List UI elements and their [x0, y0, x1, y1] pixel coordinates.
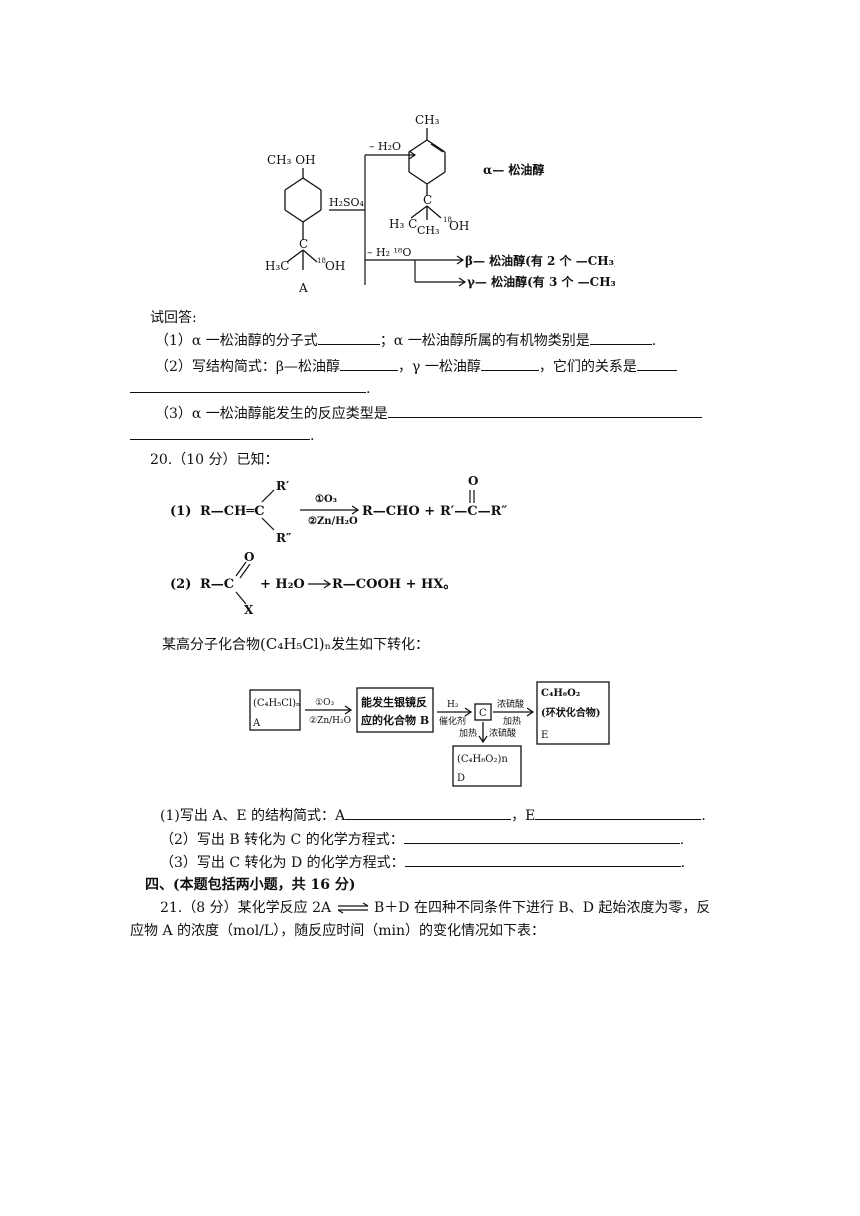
svg-text:O: O — [244, 550, 254, 564]
svg-text:加热: 加热 — [459, 727, 477, 739]
svg-text:浓硫酸: 浓硫酸 — [489, 727, 516, 739]
svg-text:(C₄H₆O₂)n: (C₄H₆O₂)n — [457, 754, 508, 765]
q20-part1: (1)写出 A、E 的结构简式：A，E. — [160, 805, 706, 826]
answer-blank[interactable] — [387, 403, 702, 418]
branch-arrows — [329, 150, 467, 287]
q21-line1: 21.（8 分）某化学反应 2A B＋D 在四种不同条件下进行 B、D 起始浓度… — [160, 900, 711, 916]
equilibrium-arrow-icon — [337, 902, 368, 914]
svg-text:浓硫酸: 浓硫酸 — [497, 698, 524, 710]
svg-text:②Zn/H₂O: ②Zn/H₂O — [308, 516, 358, 527]
svg-text:①O₃: ①O₃ — [315, 698, 334, 708]
svg-text:①O₃: ①O₃ — [315, 494, 337, 505]
q19-part2-cont: . — [130, 378, 370, 399]
ring-alpha — [408, 128, 446, 220]
answer-blank[interactable] — [404, 852, 681, 867]
q21-line2: 应物 A 的浓度（mol/L），随反应时间（min）的变化情况如下表： — [130, 923, 545, 939]
answer-blank[interactable] — [130, 425, 310, 440]
reaction-2: (2) R—C O X + H₂O R—COOH + HX。 — [170, 550, 456, 617]
svg-text:C: C — [299, 237, 308, 251]
svg-text:H₂: H₂ — [447, 700, 459, 710]
svg-text:OH: OH — [325, 259, 345, 273]
label-minus-h2-18o: – H₂ ¹⁸O — [367, 246, 411, 259]
svg-text:C₄H₆O₂: C₄H₆O₂ — [541, 688, 580, 699]
polymer-intro: 某高分子化合物(C₄H₅Cl)ₙ发生如下转化： — [162, 635, 430, 653]
section-4-title: 四、(本题包括两小题，共 16 分) — [145, 877, 356, 893]
label-gamma-terpineol: γ— 松油醇(有 3 个 —CH₃) — [467, 274, 615, 289]
label-beta-terpineol: β— 松油醇(有 2 个 —CH₃) — [465, 253, 615, 268]
svg-text:(环状化合物): (环状化合物) — [541, 706, 600, 719]
answer-blank[interactable] — [535, 805, 702, 820]
box-c — [474, 703, 492, 721]
answer-blank[interactable] — [130, 378, 366, 393]
q19-part3: （3）α 一松油醇能发生的反应类型是 — [155, 403, 702, 424]
svg-text:18: 18 — [443, 216, 452, 224]
q20-part2: （2）写出 B 转化为 C 的化学方程式：. — [160, 829, 684, 850]
label-ch3-oh: CH₃ OH — [267, 153, 316, 167]
svg-text:R—CH═C: R—CH═C — [200, 504, 265, 519]
svg-text:CH₃: CH₃ — [417, 224, 439, 237]
answer-blank[interactable] — [589, 330, 652, 345]
svg-text:+ H₂O: + H₂O — [260, 577, 305, 592]
svg-text:R′: R′ — [276, 479, 289, 493]
svg-text:(C₄H₅Cl)ₙ: (C₄H₅Cl)ₙ — [253, 698, 300, 709]
label-h2so4: H₂SO₄ — [329, 196, 365, 209]
box-a — [249, 689, 301, 731]
label-ch3-top: CH₃ — [415, 113, 440, 127]
answer-blank[interactable] — [340, 356, 399, 371]
svg-text:C: C — [423, 193, 432, 207]
label-h3c-mid: H₃ C — [389, 217, 417, 231]
answer-blank[interactable] — [636, 356, 677, 371]
label-alpha-terpineol: α— 松油醇 — [483, 162, 544, 177]
svg-text:R″: R″ — [276, 531, 292, 545]
terpineol-diagram: CH₃ OH C H₃C 18 OH A H₂SO₄ – H₂O CH₃ — [265, 113, 615, 295]
label-a: A — [298, 281, 308, 295]
q19-part3-cont: . — [130, 425, 314, 446]
reaction-1: (1) R—CH═C R′ R″ ①O₃ ②Zn/H₂O R—CHO + O R… — [170, 474, 507, 545]
q19-part1: （1）α 一松油醇的分子式；α 一松油醇所属的有机物类别是. — [155, 330, 656, 351]
svg-text:18: 18 — [317, 257, 326, 265]
answer-blank[interactable] — [317, 330, 380, 345]
answer-blank[interactable] — [345, 805, 512, 820]
label-h3c: H₃C — [265, 259, 289, 273]
q20-part3: （3）写出 C 转化为 D 的化学方程式：. — [160, 852, 685, 873]
svg-text:O: O — [468, 474, 478, 488]
box-d — [452, 745, 522, 787]
svg-text:加热: 加热 — [503, 715, 521, 727]
ring-a — [284, 168, 322, 270]
svg-text:D: D — [457, 773, 465, 784]
q19-intro: 试回答: — [150, 310, 197, 326]
answer-blank[interactable] — [480, 356, 539, 371]
label-minus-h2o: – H₂O — [369, 140, 401, 153]
svg-text:R—C: R—C — [200, 577, 234, 592]
svg-text:能发生银镜反: 能发生银镜反 — [361, 695, 427, 709]
q19-part2: （2）写结构简式：β—松油醇，γ 一松油醇，它们的关系是 — [155, 356, 677, 377]
svg-text:A: A — [252, 718, 261, 729]
svg-text:(2): (2) — [170, 577, 191, 592]
svg-text:R′—C—R″: R′—C—R″ — [440, 504, 507, 519]
answer-blank[interactable] — [403, 829, 680, 844]
svg-text:R—COOH + HX。: R—COOH + HX。 — [332, 577, 456, 592]
svg-text:R—CHO +: R—CHO + — [362, 504, 435, 519]
svg-text:催化剂: 催化剂 — [439, 715, 466, 727]
svg-text:E: E — [541, 730, 548, 741]
svg-text:②Zn/H₂O: ②Zn/H₂O — [309, 716, 351, 726]
q20-title: 20.（10 分）已知： — [150, 452, 279, 468]
box-e — [536, 681, 610, 745]
svg-text:应的化合物 B: 应的化合物 B — [361, 713, 429, 727]
svg-text:(1): (1) — [170, 504, 191, 519]
svg-text:C: C — [479, 708, 487, 719]
svg-text:X: X — [244, 603, 254, 617]
conversion-flowchart: (C₄H₅Cl)ₙ A ①O₃ ②Zn/H₂O 能发生银镜反 应的化合物 B H… — [249, 681, 610, 787]
box-b — [356, 687, 434, 733]
svg-text:OH: OH — [449, 219, 469, 233]
